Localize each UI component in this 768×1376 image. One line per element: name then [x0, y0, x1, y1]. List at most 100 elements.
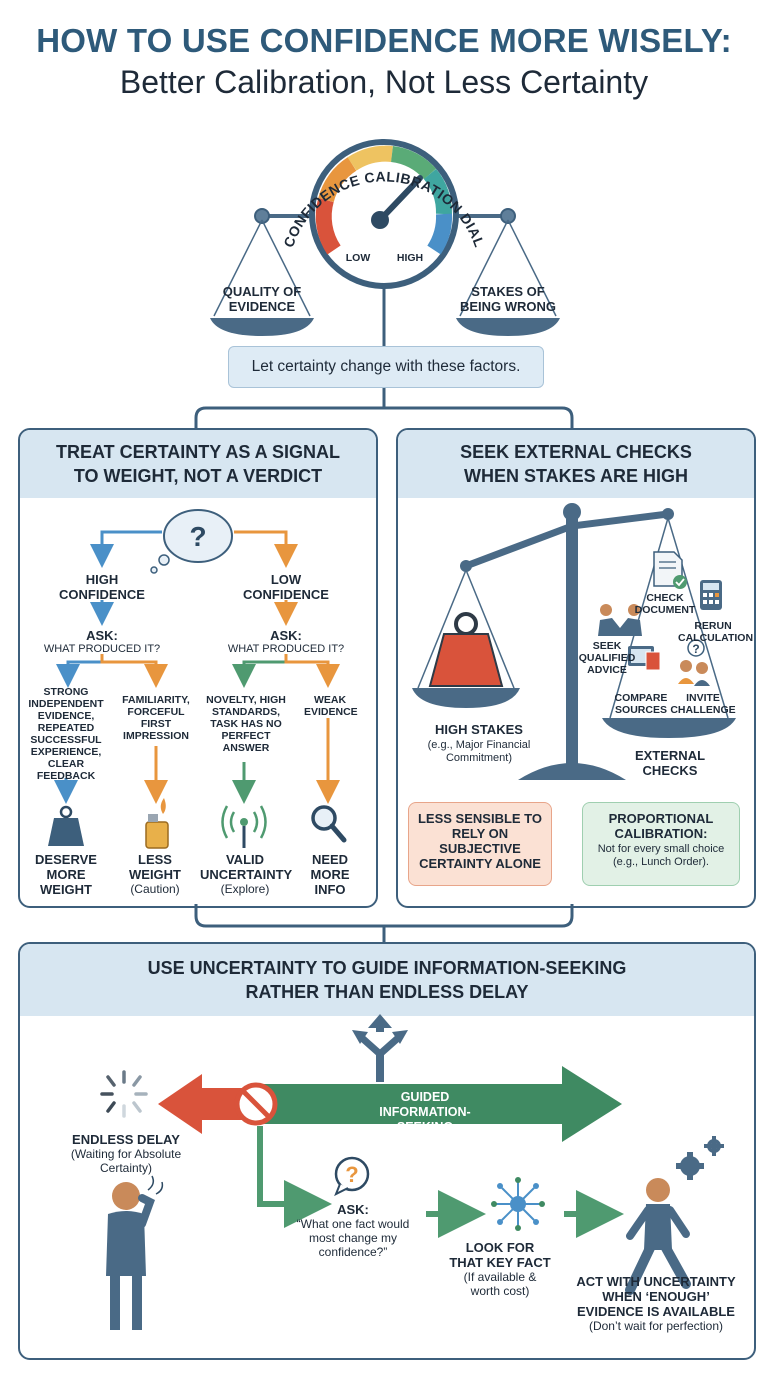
panel-uncertainty-heading-2: RATHER THAN ENDLESS DELAY [245, 982, 529, 1002]
ask-what-produced-right: ASK: WHAT PRODUCED IT? [216, 628, 356, 656]
proportional-calibration-box: PROPORTIONAL CALIBRATION: Not for every … [582, 802, 740, 886]
dial-high-label: HIGH [396, 252, 424, 264]
compare-sources-label: COMPARE SOURCES [614, 692, 668, 716]
uncertainty-flow-graphic: ? [100, 1014, 724, 1330]
endless-delay: ENDLESS DELAY (Waiting for Absolute Cert… [50, 1132, 202, 1175]
magnifier-icon [311, 805, 347, 843]
no-sign-icon [234, 1082, 278, 1126]
panel-uncertainty-header: USE UNCERTAINTY TO GUIDE INFORMATION-SEE… [20, 944, 754, 1016]
ask-question: WHAT PRODUCED IT? [43, 643, 161, 655]
look-for-note: (If available & worth cost) [463, 1270, 537, 1298]
signal-flow-graphic: ? [48, 509, 347, 849]
calibration-dial-graphic: CONFIDENCE CALIBRATION DIAL [194, 139, 574, 428]
less-sensible-text: LESS SENSIBLE TO RELY ON SUBJECTIVE CERT… [417, 811, 542, 871]
loading-spinner-icon [100, 1070, 148, 1118]
less-weight: LESS WEIGHT (Caution) [112, 852, 198, 896]
low-confidence-label: LOW CONFIDENCE [243, 572, 329, 602]
high-stakes: HIGH STAKES (e.g., Major Financial Commi… [404, 722, 554, 765]
invite-challenge-label: INVITE CHALLENGE [670, 692, 736, 716]
svg-text:?: ? [345, 1162, 358, 1187]
balance-beam [462, 510, 672, 570]
deserve-more-weight: DESERVE MORE WEIGHT [35, 852, 97, 897]
branch-connector [194, 406, 574, 428]
balance-pan-right [602, 718, 736, 738]
key-fact-network-icon [491, 1177, 545, 1231]
heavy-weight-icon [428, 612, 504, 687]
look-for-label: LOOK FOR THAT KEY FACT [449, 1240, 551, 1270]
ask-label: ASK: [270, 628, 302, 643]
rerun-calculation-label: RERUN CALCULATION [678, 620, 754, 644]
fork-arrow-icon [352, 1014, 408, 1082]
seek-qualified-advice-label: SEEK QUALIFIED ADVICE [578, 640, 636, 676]
proportional-title: PROPORTIONAL CALIBRATION: [608, 811, 714, 841]
scale-pan-right [456, 318, 560, 336]
endless-delay-arrow [158, 1074, 250, 1134]
check-document-icon [653, 551, 687, 589]
weak-evidence-label: WEAK EVIDENCE [304, 694, 358, 718]
thinking-person-icon [106, 1175, 164, 1330]
act-label: ACT WITH UNCERTAINTY WHEN ‘ENOUGH’ EVIDE… [576, 1274, 736, 1319]
handshake-icon [598, 604, 642, 636]
look-for-key-fact: LOOK FOR THAT KEY FACT (If available & w… [448, 1240, 552, 1298]
scale-pan-left [210, 318, 314, 336]
high-confidence-label: HIGH CONFIDENCE [59, 572, 145, 602]
panel-signal-header: TREAT CERTAINTY AS A SIGNAL TO WEIGHT, N… [20, 430, 376, 498]
walking-person-icon [625, 1178, 691, 1295]
familiarity-label: FAMILIARITY, FORCEFUL FIRST IMPRESSION [122, 694, 190, 742]
compare-sources-icon [628, 646, 661, 671]
svg-text:?: ? [189, 521, 206, 552]
panel-checks-heading-1: SEEK EXTERNAL CHECKS [460, 442, 692, 462]
panel-checks-heading-2: WHEN STAKES ARE HIGH [463, 466, 688, 486]
guided-information-seeking-label: GUIDED INFORMATION-SEEKING [379, 1090, 471, 1134]
panel-signal-heading-1: TREAT CERTAINTY AS A SIGNAL [55, 442, 340, 462]
factors-banner: Let certainty change with these factors. [228, 346, 544, 388]
panel-uncertainty-heading-1: USE UNCERTAINTY TO GUIDE INFORMATION-SEE… [147, 958, 627, 978]
ask-key-fact-label: ASK: [337, 1202, 369, 1217]
svg-text:?: ? [692, 642, 699, 656]
dial-needle [377, 175, 423, 223]
ask-key-fact-question: “What one fact would most change my conf… [296, 1217, 410, 1259]
calculator-icon [700, 580, 722, 610]
gear-icon [676, 1136, 724, 1180]
dial-low-label: LOW [345, 252, 371, 264]
valid-uncertainty-note: (Explore) [220, 882, 270, 896]
less-sensible-box: LESS SENSIBLE TO RELY ON SUBJECTIVE CERT… [408, 802, 552, 886]
scale-pivot-right [500, 208, 516, 224]
act-note: (Don’t wait for perfection) [588, 1319, 724, 1333]
bottom-connector [194, 904, 574, 944]
high-stakes-note: (e.g., Major Financial Commitment) [427, 739, 531, 764]
less-weight-note: (Caution) [130, 882, 180, 896]
ask-label: ASK: [86, 628, 118, 643]
strong-evidence-label: STRONG INDEPENDENT EVIDENCE, REPEATED SU… [28, 686, 104, 782]
balance-scale-graphic: ? [412, 503, 736, 780]
balance-base [518, 763, 626, 780]
high-stakes-label: HIGH STAKES [435, 722, 523, 737]
thought-cloud-icon: ? [150, 509, 233, 574]
page-title: HOW TO USE CONFIDENCE MORE WISELY: [36, 22, 732, 59]
need-more-info: NEED MORE INFO [310, 852, 350, 897]
panel-checks-header: SEEK EXTERNAL CHECKS WHEN STAKES ARE HIG… [398, 430, 754, 498]
signal-icon [221, 805, 267, 848]
balance-pole [566, 514, 578, 766]
page-subtitle: Better Calibration, Not Less Certainty [119, 64, 649, 100]
endless-delay-note: (Waiting for Absolute Certainty) [70, 1147, 182, 1175]
question-bubble-icon: ? [334, 1156, 370, 1197]
proportional-note: Not for every small choice (e.g., Lunch … [597, 843, 725, 868]
balance-pan-left [412, 688, 520, 708]
valid-uncertainty-label: VALID UNCERTAINTY [200, 852, 293, 882]
novelty-label: NOVELTY, HIGH STANDARDS, TASK HAS NO PER… [206, 694, 286, 754]
quality-of-evidence-label: QUALITY OF EVIDENCE [222, 284, 302, 314]
scale-pivot-left [254, 208, 270, 224]
stakes-of-being-wrong-label: STAKES OF BEING WRONG [459, 284, 557, 314]
invite-challenge-icon: ? [678, 639, 710, 686]
less-weight-label: LESS WEIGHT [129, 852, 181, 882]
ask-what-produced-left: ASK: WHAT PRODUCED IT? [32, 628, 172, 656]
weight-icon [48, 805, 84, 846]
lighter-icon [145, 798, 169, 849]
check-document-label: CHECK DOCUMENT [634, 592, 696, 616]
ask-key-fact: ASK: “What one fact would most change my… [296, 1202, 410, 1259]
act-with-uncertainty: ACT WITH UNCERTAINTY WHEN ‘ENOUGH’ EVIDE… [570, 1274, 742, 1333]
valid-uncertainty: VALID UNCERTAINTY (Explore) [200, 852, 293, 896]
external-checks-label: EXTERNAL CHECKS [634, 748, 706, 778]
ask-question: WHAT PRODUCED IT? [227, 643, 345, 655]
